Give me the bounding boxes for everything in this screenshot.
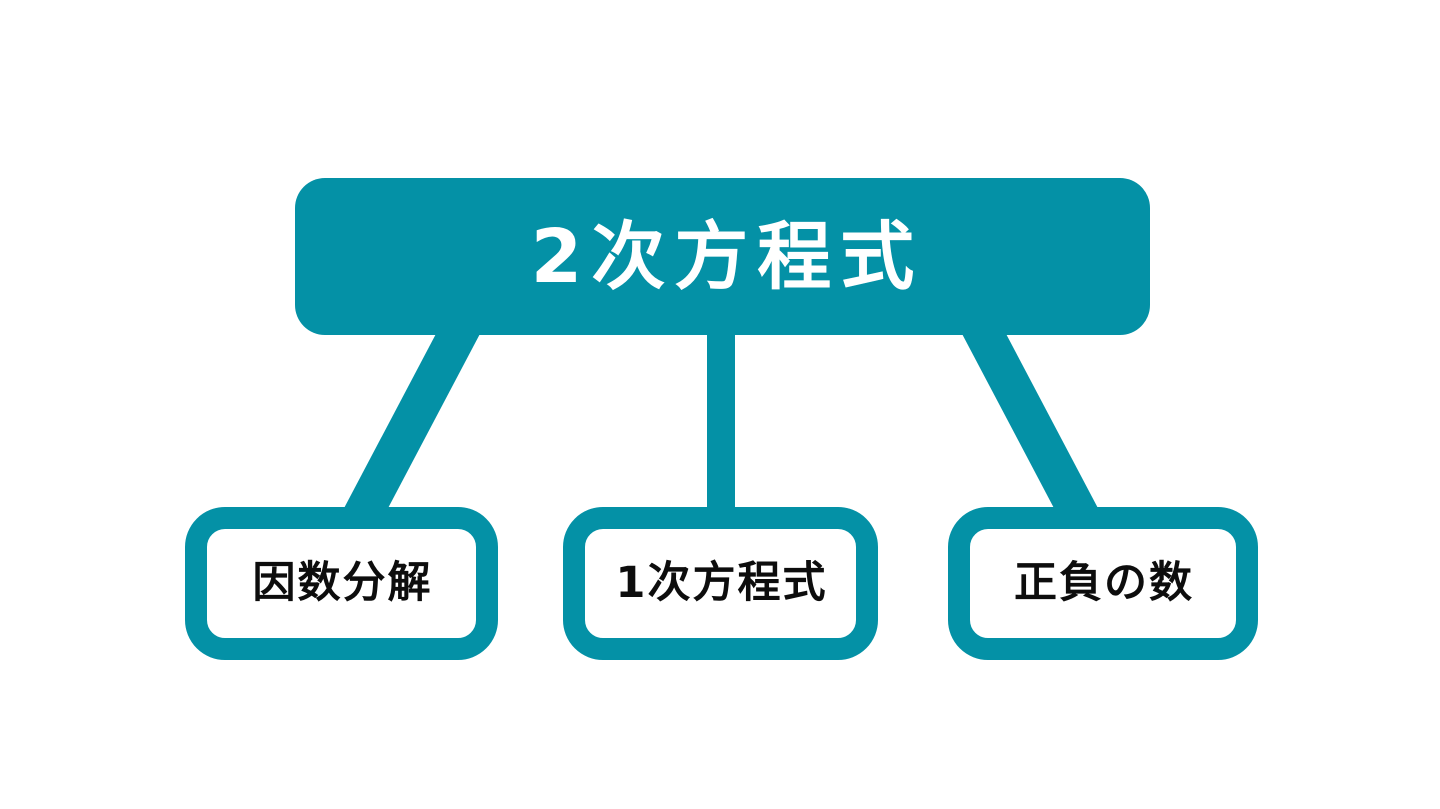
root-node-label: 2次方程式 — [530, 213, 924, 300]
child-node-signed-numbers[interactable]: 正負の数 — [948, 507, 1258, 660]
connector-root-to-signed-numbers — [960, 330, 1100, 512]
child-node-linear-equation[interactable]: 1次方程式 — [563, 507, 878, 660]
connector-root-to-factorization — [342, 330, 482, 512]
child-node-label: 1次方程式 — [615, 558, 828, 608]
child-node-factorization[interactable]: 因数分解 — [185, 507, 498, 660]
child-node-label: 正負の数 — [1014, 558, 1194, 608]
child-node-label: 因数分解 — [252, 558, 433, 608]
root-node-quadratic-equation[interactable]: 2次方程式 — [295, 178, 1150, 335]
connector-root-to-linear-equation — [707, 330, 735, 512]
